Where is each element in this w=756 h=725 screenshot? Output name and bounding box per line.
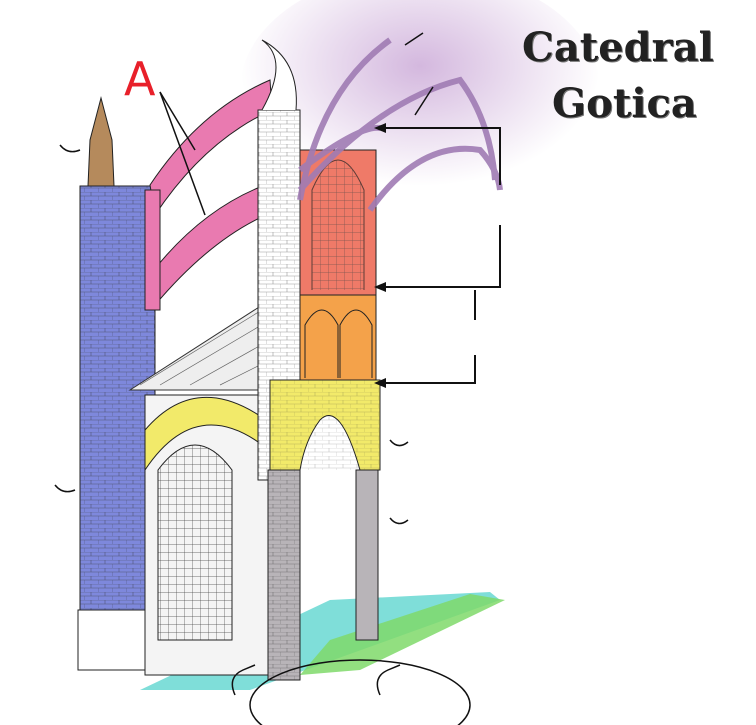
title-line-2: Gotica: [552, 80, 697, 127]
pinnacle: [87, 96, 115, 187]
aisle-window: [157, 444, 233, 641]
vault-ribs: [297, 37, 503, 212]
flying-buttress-lower: [149, 184, 267, 307]
floor-nave: [300, 594, 505, 675]
title-line-1: Catedral: [522, 24, 714, 71]
pointer-arrows: [54, 32, 434, 696]
floor-plan-circle: [249, 659, 471, 725]
label-a: A: [124, 52, 156, 106]
pier-spire: [261, 39, 297, 111]
nave-pillar-back: [355, 469, 379, 641]
arrowheads: [374, 123, 386, 388]
label-a-pointers: [159, 91, 206, 216]
label-brackets: [378, 127, 501, 384]
